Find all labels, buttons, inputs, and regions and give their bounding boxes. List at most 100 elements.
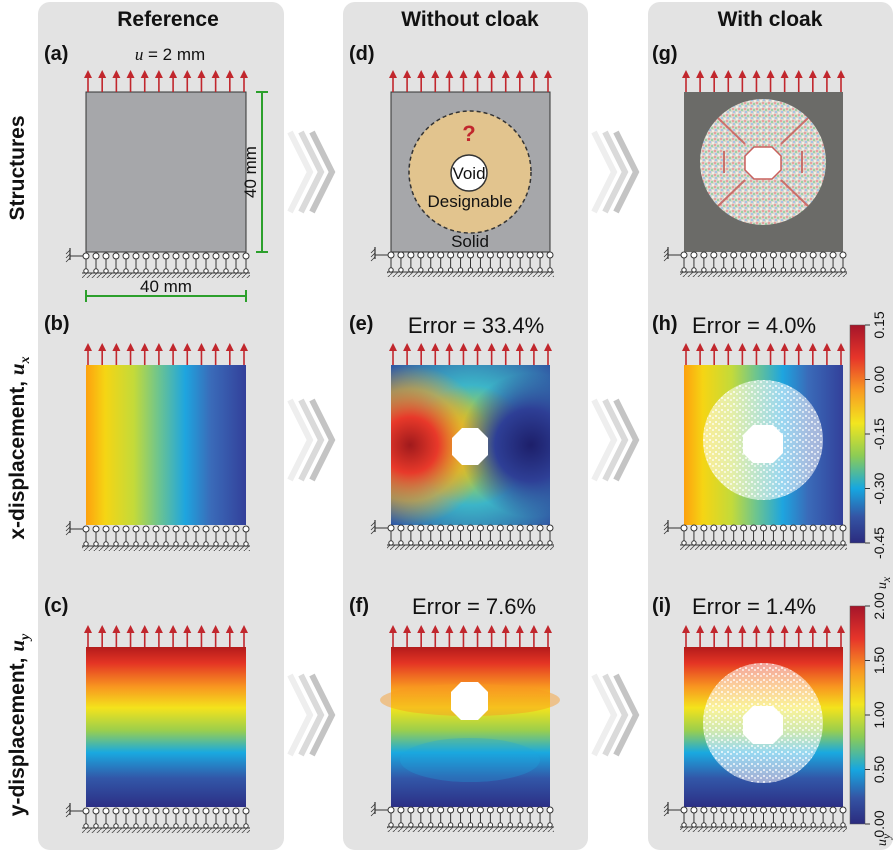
load-arrow [431,343,440,365]
load-arrow [501,343,510,365]
reference-uy-field [86,647,246,807]
load-arrow [473,625,482,647]
void-label: Void [452,164,485,183]
load-arrow [544,625,552,647]
load-arrow [738,625,747,647]
colorbar-tick-label: 0.00 [871,366,887,393]
load-arrow [501,625,510,647]
load-arrow [240,343,248,365]
load-arrow [837,70,845,92]
load-arrow [459,625,468,647]
load-arrow [794,625,803,647]
load-arrow [501,70,510,92]
load-arrow [766,343,775,365]
load-arrow [98,625,107,647]
load-arrow [417,70,426,92]
chevron-arrow-icon [591,398,640,482]
load-arrow [431,70,440,92]
error-label-f: Error = 7.6% [412,594,536,619]
load-arrow [112,625,121,647]
load-arrow [766,70,775,92]
load-arrow [389,70,397,92]
column-title-reference: Reference [117,8,219,31]
load-arrow [696,70,705,92]
colorbar-tick: -0.30 [865,472,887,504]
colorbar-tick-label: 0.00 [871,810,887,837]
colorbar-tick-label: 0.50 [871,756,887,783]
height-dimension [256,91,268,253]
colorbar-uy-label: uy [875,833,893,846]
load-arrow [211,343,220,365]
colorbar-tick: -0.15 [865,418,887,450]
load-arrow [822,70,831,92]
load-arrow [780,625,789,647]
load-arrow [140,70,149,92]
load-arrow [780,70,789,92]
load-arrow [197,70,206,92]
colorbar-ux-label: ux [875,576,893,589]
load-arrow [710,70,719,92]
panel-label-h: (h) [652,313,678,335]
colorbar-tick: 2.00 [865,592,887,620]
load-arrow [724,343,733,365]
load-arrow [417,625,426,647]
load-arrow [445,343,454,365]
load-arrow [98,343,107,365]
load-arrow [126,70,135,92]
support-row [663,802,847,832]
load-arrow [794,343,803,365]
load-arrow [808,343,817,365]
panel-label-b: (b) [44,313,70,335]
error-label-h: Error = 4.0% [692,313,816,338]
panel-label-i: (i) [652,595,671,617]
load-arrow [822,625,831,647]
load-arrow [183,625,192,647]
colorbar-tick: 0.50 [865,756,887,783]
chevron-arrow-icon [287,398,336,482]
colorbar-tick: 0.15 [865,311,887,339]
load-arrow [225,625,234,647]
chevron-arrow-icon [591,673,640,757]
load-arrow [154,70,163,92]
column-title-without-cloak: Without cloak [401,8,539,31]
colorbar-tick: 1.00 [865,701,887,729]
load-arrow [403,70,412,92]
support-row [370,247,554,277]
load-arrow [487,625,496,647]
load-arrow [169,343,178,365]
load-arrow [140,625,149,647]
panel-label-e: (e) [349,313,373,335]
load-arrow [431,625,440,647]
panel-label-f: (f) [349,595,369,617]
cloak-void [744,146,782,180]
colorbar-tick: 0.00 [865,810,887,838]
load-arrow [389,625,397,647]
load-arrow [529,343,538,365]
designable-label: Designable [427,192,512,211]
load-arrow [197,343,206,365]
support-row [370,520,554,550]
support-row [370,802,554,832]
load-arrow [473,70,482,92]
question-mark: ? [462,121,475,146]
load-arrow [487,343,496,365]
transition-chevrons [287,130,640,757]
load-arrow [84,70,92,92]
colorbar-tick-label: 0.15 [871,311,887,338]
uncloaked-uy-field [380,647,560,807]
cloaked-ux-field [684,365,843,525]
load-arrow [154,343,163,365]
load-arrow [154,625,163,647]
load-arrow [183,70,192,92]
load-arrow [808,625,817,647]
cloaked-uy-field [684,647,843,807]
load-arrow [724,70,733,92]
roller-supports [65,247,847,833]
load-arrow [822,343,831,365]
colorbar-ux [849,324,866,544]
colorbar-tick: 1.50 [865,647,887,674]
panel-label-a: (a) [44,43,68,65]
row-title-x-displacement: x-displacement, ux [5,356,33,539]
load-arrow [738,70,747,92]
load-arrow [752,343,761,365]
